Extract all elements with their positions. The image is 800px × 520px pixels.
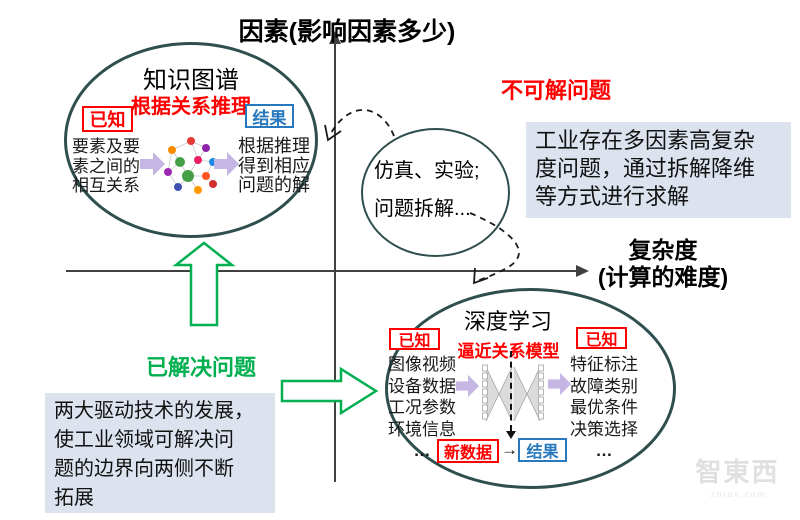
x-axis-label-line1: 复杂度 [628,237,698,263]
dl-input-line: 图像视频 [388,355,456,374]
dl-output-line: 故障类别 [570,376,638,396]
dl-result-badge: 结果 [518,438,567,462]
kg-input-line: 要素及要 [72,137,140,156]
kg-input-text: 要素及要 素之间的 相互关系 [68,137,144,196]
kg-output-line: 得到相应 [238,155,310,176]
knowledge-graph-ellipse: 知识图谱 根据关系推理 已知 结果 要素及要 素之间的 相互关系 [64,42,318,238]
dl-inputs: 图像视频 设备数据 工况参数 环境信息 … [384,354,460,462]
dl-input-ellipsis: … [413,441,431,460]
dl-output-line: 特征标注 [570,355,638,374]
kg-output-text: 根据推理 得到相应 问题的解 [235,136,313,196]
x-axis [66,270,578,272]
left-note-line: 拓展 [54,487,94,509]
kg-subtitle: 根据关系推理 [131,96,251,118]
watermark-url: z h i d x . c o m [710,490,765,499]
left-note: 两大驱动技术的发展， 使工业领域可解决问 题的边界向两侧不断 拓展 [45,393,275,513]
dl-input-line: 工况参数 [388,398,456,417]
solved-label: 已解决问题 [146,355,257,380]
right-arrow-icon [280,366,379,416]
dl-known-right-badge: 已知 [576,327,627,349]
dl-dashed-flow [510,351,512,431]
decompose-line1: 仿真、实验; [374,160,480,182]
y-axis-label: 因素(影响因素多少) [238,18,456,46]
left-note-line: 使工业领域可解决问 [54,429,234,451]
x-axis-label: 复杂度 (计算的难度) [563,237,763,291]
deep-learning-ellipse: 深度学习 已知 逼近关系模型 已知 图像视频 设备数据 工况参数 环境信息 … [385,288,676,489]
dl-title: 深度学习 [463,309,552,334]
left-note-line: 两大驱动技术的发展， [54,400,254,422]
kg-output-line: 根据推理 [238,136,310,156]
kg-input-line: 素之间的 [72,156,140,176]
up-arrow-icon [172,241,236,327]
dl-dashed-flow-arrow-icon [506,431,516,439]
block-arrow-right-icon [140,152,165,176]
dl-subtitle: 逼近关系模型 [457,342,560,361]
dl-output-ellipsis: … [595,441,613,460]
network-graph-icon [164,137,217,194]
new-data-badge: 新数据 [437,439,499,463]
right-note-line: 等方式进行求解 [535,184,690,209]
kg-result-badge: 结果 [245,104,294,128]
dl-input-line: 环境信息 [388,419,456,439]
y-axis-arrow-icon [329,31,341,44]
neural-network-icon [482,364,544,422]
dl-outputs: 特征标注 故障类别 最优条件 决策选择 … [565,354,643,462]
right-note-line: 度问题，通过拆解降维 [535,156,756,181]
decompose-ellipse: 仿真、实验; 问题拆解... [361,128,510,257]
watermark-logo: 智東西 [695,457,780,487]
x-axis-arrow-icon [576,265,589,277]
kg-input-line: 相互关系 [72,176,140,195]
left-note-line: 题的边界向两侧不断 [54,458,234,480]
watermark: 智東西 z h i d x . c o m [680,452,795,499]
dl-output-line: 最优条件 [570,398,638,417]
y-axis [334,44,336,482]
right-note: 工业存在多因素高复杂 度问题，通过拆解降维 等方式进行求解 [526,122,791,218]
dl-known-left-badge: 已知 [389,328,440,350]
kg-known-badge: 已知 [82,106,133,132]
kg-output-line: 问题的解 [238,175,310,195]
flow-arrow: → [501,440,518,459]
dl-output-line: 决策选择 [570,419,638,439]
block-arrow-right-icon [214,152,239,176]
x-axis-label-line2: (计算的难度) [597,264,729,290]
block-arrow-right-icon [548,372,572,396]
dl-input-line: 设备数据 [388,376,456,396]
right-note-line: 工业存在多因素高复杂 [535,128,756,153]
decompose-line2: 问题拆解... [374,198,471,220]
block-arrow-right-icon [456,374,480,398]
kg-title: 知识图谱 [143,67,239,94]
unsolvable-label: 不可解问题 [501,78,612,103]
